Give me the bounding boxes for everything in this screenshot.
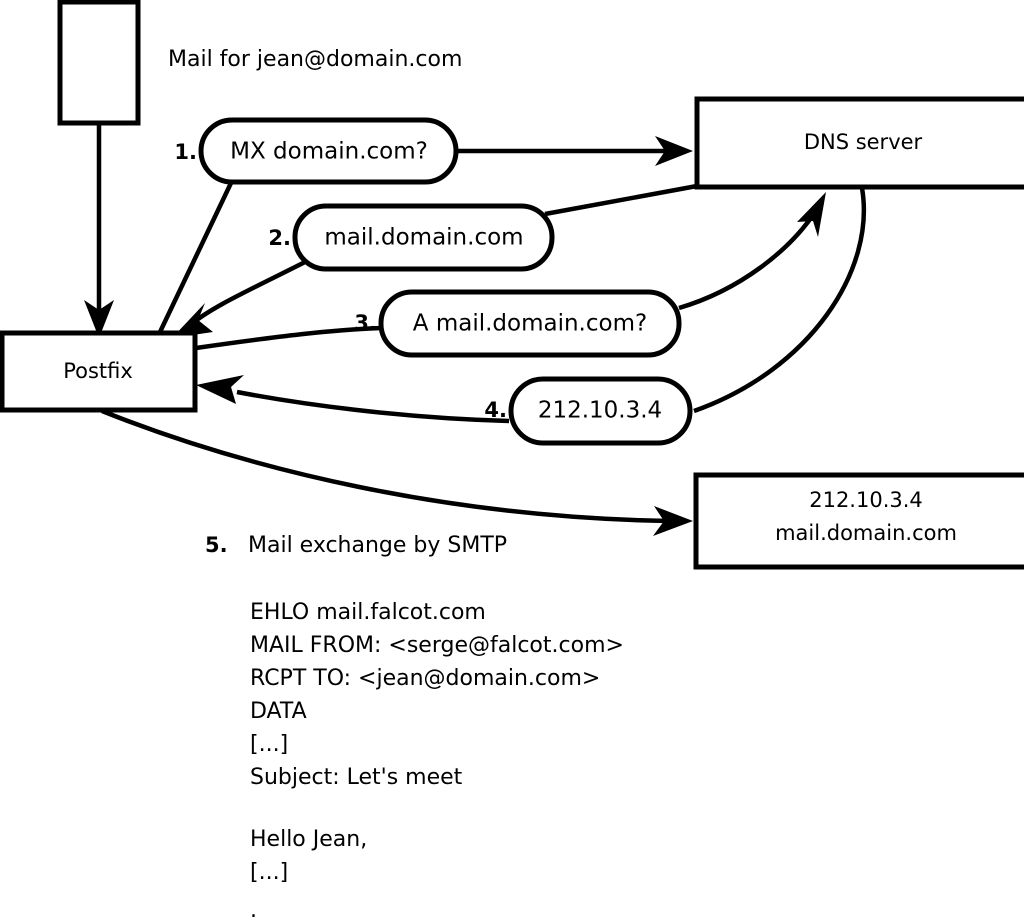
mail-caption: Mail for jean@domain.com — [168, 47, 462, 72]
edge-step3-bubble3-to-dns — [678, 192, 826, 311]
step-2-bubble[interactable]: mail.domain.com — [292, 203, 555, 272]
smtp-line-10: . — [250, 898, 257, 919]
step-3-bubble[interactable]: A mail.domain.com? — [378, 289, 682, 358]
postfix-label: Postfix — [63, 359, 133, 383]
sender-box[interactable] — [57, 0, 141, 126]
smtp-line-6: Subject: Let's meet — [250, 765, 463, 790]
step-5-number: 5. — [205, 533, 228, 557]
step-4-bubble[interactable]: 212.10.3.4 — [508, 376, 693, 446]
edge-step5-postfix-to-target — [101, 408, 693, 536]
edge-step2-dns-to-bubble2 — [544, 183, 698, 217]
edge-sender-to-postfix — [84, 125, 114, 338]
smtp-line-3: RCPT TO: <jean@domain.com> — [250, 666, 600, 691]
step-4-label: 212.10.3.4 — [538, 398, 662, 424]
step-3-number: 3. — [354, 311, 377, 335]
edge-step4-bubble4-to-postfix — [196, 375, 510, 424]
edge-step3-postfix-to-bubble3 — [195, 325, 383, 351]
edge-step1-postfix-to-bubble1 — [157, 182, 234, 333]
dns-server-node[interactable]: DNS server — [694, 96, 1024, 190]
smtp-line-9: [...] — [250, 860, 288, 885]
target-server-hostname: mail.domain.com — [775, 521, 957, 545]
smtp-line-5: [...] — [250, 732, 288, 757]
step-1-label: MX domain.com? — [230, 139, 428, 165]
step-3-label: A mail.domain.com? — [413, 311, 647, 337]
smtp-line-1: EHLO mail.falcot.com — [250, 600, 486, 625]
dns-server-label: DNS server — [804, 130, 923, 154]
step-1-number: 1. — [174, 140, 197, 164]
step-4-number: 4. — [484, 398, 507, 422]
target-server-ip: 212.10.3.4 — [809, 488, 923, 512]
step-2-label: mail.domain.com — [324, 225, 523, 251]
edge-step4-dns-to-bubble4 — [693, 187, 867, 414]
postfix-node[interactable]: Postfix — [0, 330, 198, 413]
smtp-line-4: DATA — [250, 699, 307, 724]
step-5-label: Mail exchange by SMTP — [248, 533, 507, 558]
smtp-line-8: Hello Jean, — [250, 827, 367, 852]
edge-step1-bubble1-to-dns — [458, 136, 693, 166]
smtp-line-2: MAIL FROM: <serge@falcot.com> — [250, 633, 624, 658]
step-2-number: 2. — [268, 226, 291, 250]
edge-step2-bubble2-to-postfix — [172, 258, 309, 338]
step-1-bubble[interactable]: MX domain.com? — [198, 117, 459, 185]
target-server-node[interactable]: 212.10.3.4 mail.domain.com — [693, 472, 1024, 570]
